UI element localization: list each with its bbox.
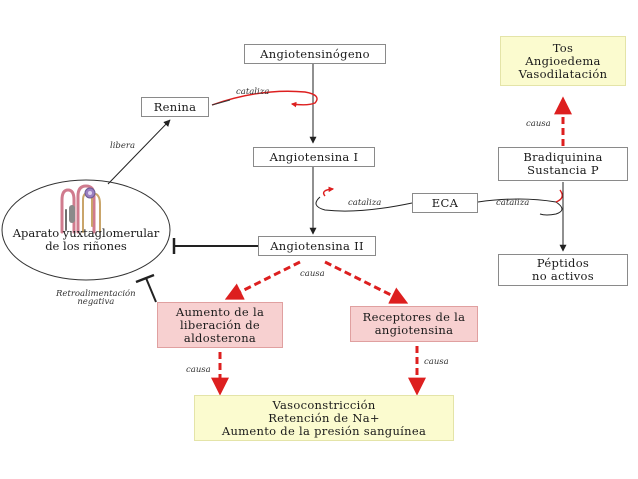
node-peptidos: Péptidos no activos (498, 254, 628, 286)
node-renina: Renina (141, 97, 209, 117)
label-cataliza-eca-right: cataliza (496, 198, 530, 208)
nephron-icon (60, 184, 101, 234)
label-libera: libera (110, 141, 136, 151)
node-angiotensina-i: Angiotensina I (253, 147, 375, 167)
curl-eca-red (322, 186, 335, 197)
arrow-ang2-to-aldosterona (224, 260, 301, 300)
node-tos: Tos Angioedema Vasodilatación (500, 36, 626, 86)
arrow-libera (107, 119, 171, 185)
arrow-ang2-to-receptores (324, 260, 409, 304)
label-retro: Retroalimentación negativa (56, 289, 136, 307)
node-angiotensina-ii: Angiotensina II (258, 236, 376, 256)
line-renina-to-curl (211, 99, 231, 106)
node-receptores: Receptores de la angiotensina (350, 306, 478, 342)
curl-renina (211, 90, 318, 108)
label-causa-aldo: causa (186, 365, 211, 375)
node-aldosterona: Aumento de la liberación de aldosterona (157, 302, 283, 348)
label-causa-center: causa (300, 269, 325, 279)
label-causa-tos: causa (526, 119, 551, 129)
inhibit-bar-retro (135, 273, 155, 284)
label-cataliza-renina: cataliza (236, 87, 270, 97)
curl-eca (315, 196, 413, 212)
node-aparato: Aparato yuxtaglomerular de los riñones (12, 226, 160, 253)
curl-eca-right-red (555, 189, 563, 203)
node-efectos: Vasoconstricción Retención de Na+ Aument… (194, 395, 454, 441)
node-bradiquinina: Bradiquinina Sustancia P (498, 147, 628, 181)
node-angiotensinogeno: Angiotensinógeno (244, 44, 386, 64)
inhibit-aldo-to-aparato (145, 277, 157, 303)
aparato-oval (1, 179, 171, 281)
label-causa-recep: causa (424, 357, 449, 367)
label-cataliza-eca-left: cataliza (348, 198, 382, 208)
curl-eca-right (477, 198, 563, 216)
node-eca: ECA (412, 193, 478, 213)
